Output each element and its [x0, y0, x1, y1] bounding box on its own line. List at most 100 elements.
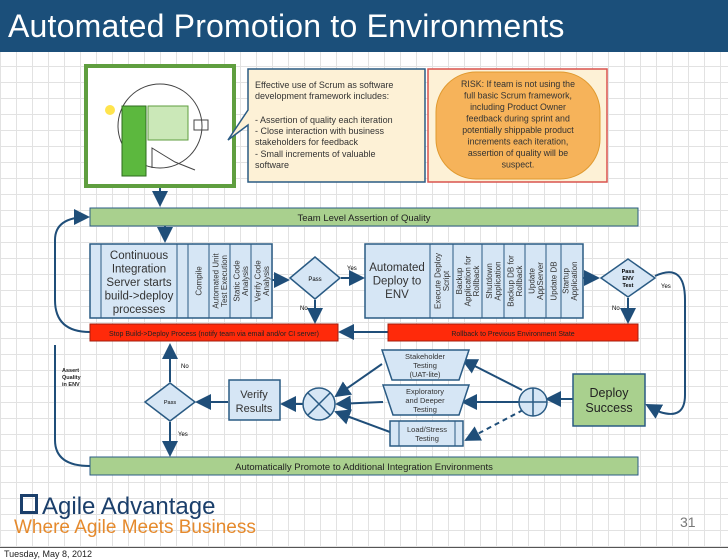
pass-env-label: Test [623, 283, 634, 289]
promote-bar [89, 456, 639, 476]
connectors [54, 185, 686, 467]
load-label: Testing [415, 434, 439, 443]
exploratory-label: and Deeper [405, 396, 445, 405]
step-label: Execute Deploy [433, 253, 442, 309]
risk-text-line: assertion of quality will be [468, 148, 568, 158]
exploratory-label: Testing [413, 405, 437, 414]
pass-env-label: ENV [622, 276, 634, 282]
stakeholder-label: Stakeholder [405, 352, 446, 361]
title-bar: Automated Promotion to Environments [0, 0, 728, 52]
scrum-cycle-illustration [84, 64, 236, 188]
rollback-label: Rollback to Previous Environment State [451, 331, 574, 338]
ci-main-label: Server starts [106, 277, 171, 289]
page-number: 31 [680, 514, 696, 530]
step-label: Test Execution [220, 255, 229, 307]
assert-label: Assert [62, 368, 79, 374]
ci-main-label: processes [113, 304, 166, 316]
logo-mark-icon [20, 494, 38, 514]
deploy-success-box [572, 373, 646, 427]
step-label: Application [493, 261, 502, 300]
load-stress-testing [389, 420, 464, 447]
risk-text-line: feedback during sprint and [466, 114, 570, 124]
slide: Automated Promotion to Environments [0, 0, 728, 548]
exploratory-label: Exploratory [406, 387, 444, 396]
no-label: No [181, 364, 189, 370]
step-label: Update DB [550, 261, 559, 300]
risk-box: RISK: If team is not using the full basic… [427, 68, 608, 183]
step-label: Backup [455, 267, 464, 294]
stop-build-label: Stop Build->Deploy Process (notify team … [109, 331, 319, 338]
callout-bullet: - Close interaction with business [255, 126, 385, 136]
risk-text-line: increments each iteration, [468, 137, 569, 147]
deploy-main-label: ENV [385, 289, 409, 301]
deploy-success-label: Deploy [590, 386, 630, 400]
step-label: Rollback [472, 265, 481, 297]
callout-bullet: stakeholders for feedback [255, 137, 359, 147]
slide-title: Automated Promotion to Environments [8, 8, 565, 44]
step-label: Startup [561, 268, 570, 294]
yes-label: Yes [661, 284, 671, 290]
callout-bullet: - Assertion of quality each iteration [255, 115, 393, 125]
step-label: Rollback [515, 265, 524, 297]
callout-bullet: - Small increments of valuable [255, 149, 376, 159]
step-label: Backup DB for [506, 255, 515, 307]
verify-results-box [228, 379, 281, 421]
parallel-fork-icon [518, 387, 548, 417]
verify-label: Results [236, 403, 273, 415]
callout-intro-1: Effective use of Scrum as software [255, 80, 393, 90]
ci-main-label: Integration [112, 264, 166, 276]
pass-decision-label: Pass [164, 400, 176, 406]
callout-bullet: software [255, 160, 289, 170]
pass-env-label: Pass [622, 269, 635, 275]
assert-label: in ENV [62, 382, 80, 388]
step-label: Analysis [241, 266, 250, 296]
yes-label: Yes [178, 432, 188, 438]
step-label: Script [442, 270, 451, 291]
callout-intro-2: development framework includes: [255, 91, 389, 101]
no-label: No [612, 306, 620, 312]
date-footer: Tuesday, May 8, 2012 [4, 549, 93, 559]
pass-decision [288, 256, 342, 300]
verify-label: Verify [240, 389, 268, 401]
step-label: Compile [195, 266, 204, 296]
risk-text-line: full basic Scrum framework, [464, 91, 572, 101]
deploy-main-label: Deploy to [373, 276, 422, 288]
step-label: Static Code [232, 260, 241, 302]
join-icon [302, 387, 336, 421]
scrum-callout: Effective use of Scrum as software devel… [227, 68, 426, 183]
ci-main-label: Continuous [110, 250, 168, 262]
step-label: AppServer [536, 262, 545, 300]
risk-text-line: potentially shippable product [462, 125, 574, 135]
stakeholder-testing [380, 349, 471, 381]
risk-text-line: suspect. [502, 160, 535, 170]
no-label: No [300, 306, 308, 312]
logo-name: Agile Advantage [42, 493, 216, 520]
flow-diagram: Effective use of Scrum as software devel… [54, 64, 686, 476]
step-label: Analysis [262, 266, 271, 296]
step-label: Application for [464, 255, 473, 306]
step-label: Shutdown [485, 263, 494, 299]
team-assertion-label: Team Level Assertion of Quality [297, 213, 430, 224]
pass-decision-2 [143, 382, 197, 422]
promote-label: Automatically Promote to Additional Inte… [235, 462, 493, 473]
exploratory-testing [381, 384, 471, 416]
stakeholder-label: Testing [413, 361, 437, 370]
risk-text-line: RISK: If team is not using the [461, 79, 575, 89]
deploy-success-label: Success [585, 401, 632, 415]
load-label: Load/Stress [407, 425, 447, 434]
yes-label: Yes [347, 266, 357, 272]
step-label: Verify Code [253, 260, 262, 302]
risk-text-line: including Product Owner [470, 102, 566, 112]
pass-env-test-decision [599, 258, 657, 298]
step-label: Application [570, 261, 579, 300]
rollback-bar [387, 323, 639, 342]
deploy-main-label: Automated [369, 262, 425, 274]
stop-build-bar [89, 323, 339, 342]
ci-main-label: build->deploy [105, 291, 174, 303]
logo-tagline: Where Agile Meets Business [14, 517, 256, 538]
pass-decision-label: Pass [308, 277, 321, 283]
assert-label: Quality [62, 375, 82, 381]
step-label: Update [527, 268, 536, 294]
